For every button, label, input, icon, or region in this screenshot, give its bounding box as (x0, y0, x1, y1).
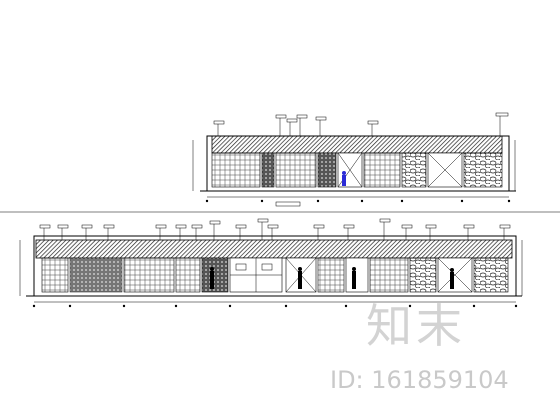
lower-scale-figure-2 (298, 267, 302, 289)
lower-elevation (19, 218, 523, 308)
lower-panel-stone-2 (473, 257, 509, 293)
lower-panel-tile-5 (369, 257, 409, 293)
lower-panel-shelf-1 (69, 257, 123, 293)
lower-scale-figure-3 (352, 267, 356, 289)
upper-scale-figure (342, 171, 346, 186)
upper-panel-stone-2 (463, 152, 503, 188)
lower-panel-tile-2 (123, 257, 175, 293)
lower-scale-figure-1 (210, 267, 214, 289)
upper-panel-tile-1 (211, 152, 261, 188)
lower-panel-tile-1 (41, 257, 69, 293)
upper-panel-dark-2 (317, 152, 337, 188)
lower-scale-figure-4 (450, 268, 454, 289)
upper-panel-tile-2 (275, 152, 317, 188)
lower-panel-tile-4 (317, 257, 345, 293)
lower-panel-tile-3 (175, 257, 201, 293)
lower-panel-dark-1 (201, 257, 229, 293)
upper-elevation (192, 112, 516, 207)
upper-panel-dark-1 (261, 152, 275, 188)
watermark-id: ID: 161859104 (330, 366, 509, 394)
upper-panel-tile-3 (363, 152, 401, 188)
lower-panel-stone-1 (409, 257, 437, 293)
upper-title-block (275, 201, 301, 207)
lower-panel-mirror-2 (345, 257, 369, 293)
lower-ceiling-hatch (35, 239, 513, 259)
upper-panel-stone-1 (401, 152, 427, 188)
watermark-logo: 知末 (366, 299, 466, 353)
upper-ceiling-hatch (211, 135, 503, 154)
